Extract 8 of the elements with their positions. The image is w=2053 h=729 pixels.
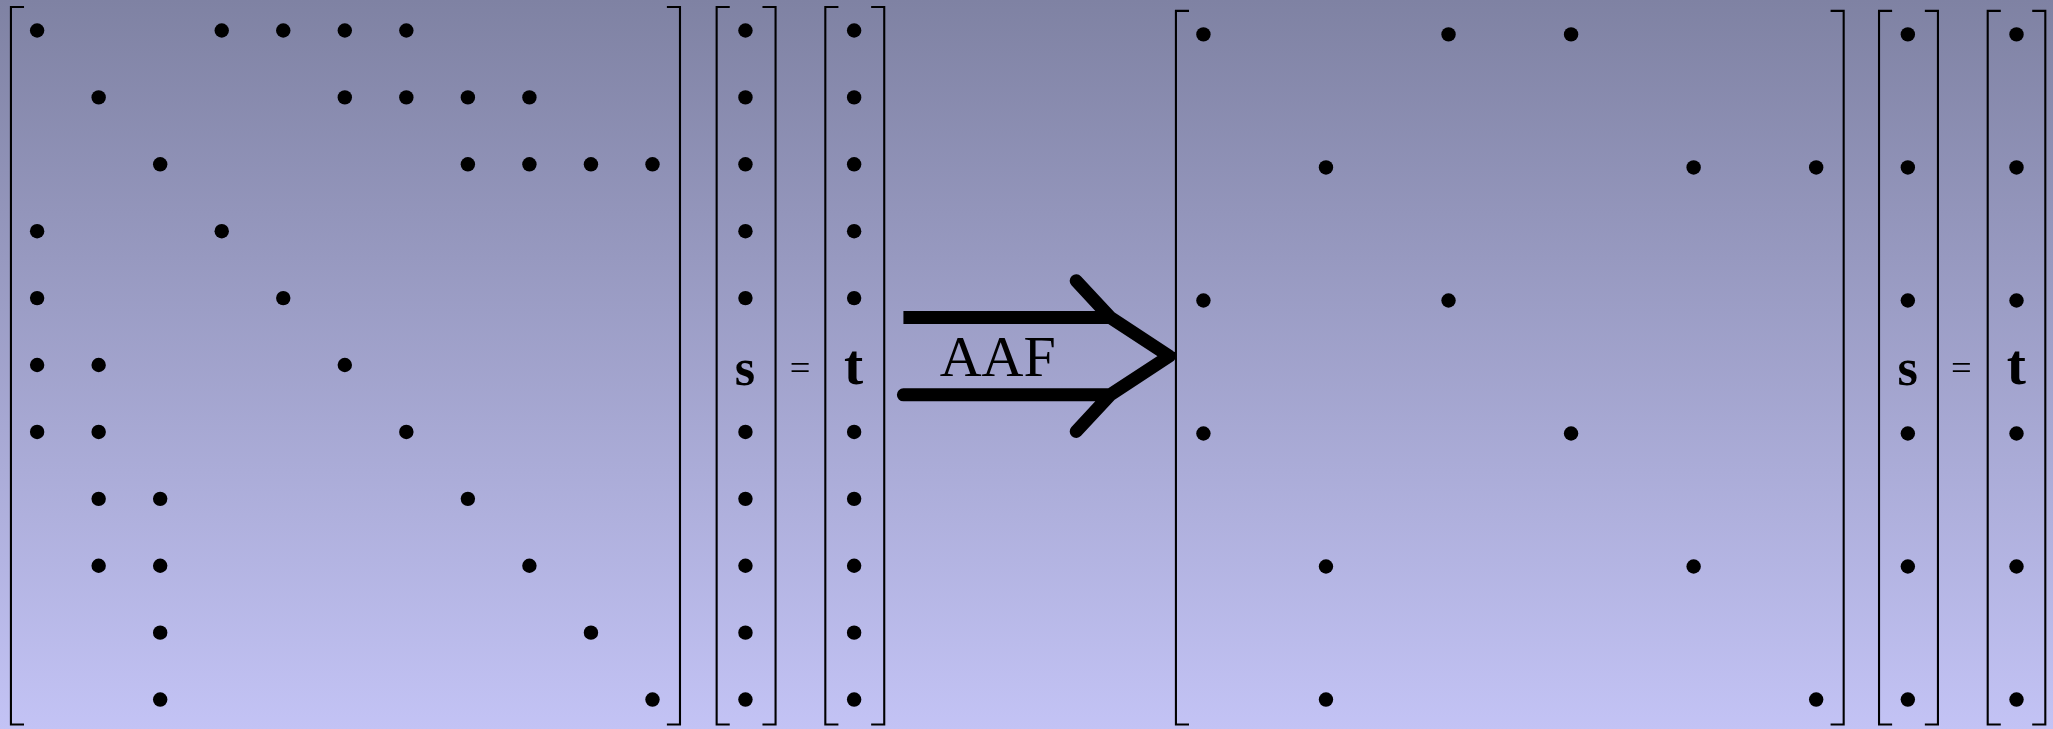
equals-sign: = (789, 349, 811, 387)
vector-symbol: t (2006, 336, 2026, 395)
equals-sign: = (1951, 349, 1972, 387)
edge-label: AAF (939, 328, 1056, 387)
vector-symbol: s (734, 340, 756, 393)
vector-symbol: s (1897, 340, 1918, 393)
vector-symbol: t (844, 336, 864, 395)
double-arrow (896, 274, 1176, 438)
